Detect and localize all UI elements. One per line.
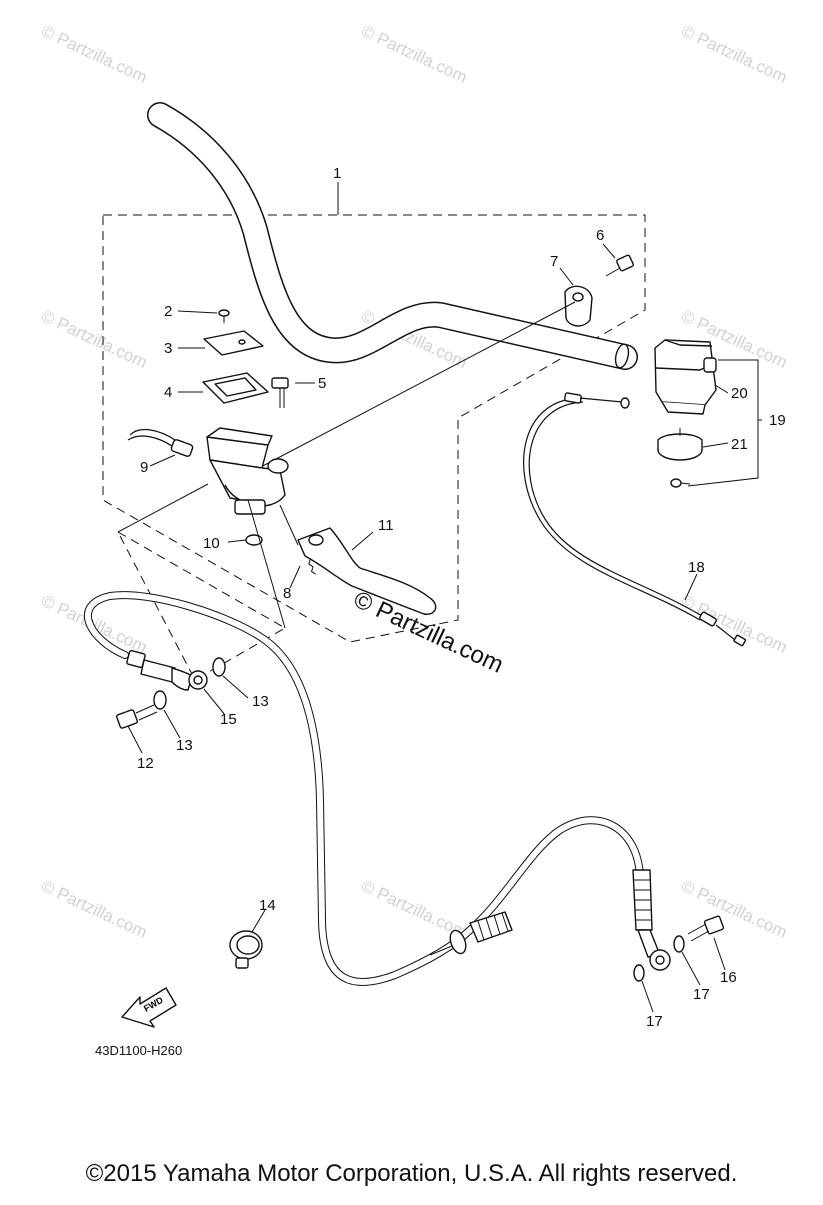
- watermark: © Partzilla.com: [678, 21, 790, 87]
- callout-15: 15: [220, 711, 237, 728]
- watermark: © Partzilla.com: [38, 21, 150, 87]
- reservoir-cap: [203, 330, 264, 356]
- callout-13: 13: [176, 737, 193, 754]
- callout-21: 21: [731, 436, 748, 453]
- callout-1: 1: [333, 165, 341, 182]
- brake-light-switch: [127, 428, 194, 457]
- callout-10: 10: [203, 535, 220, 552]
- handlebar-switch: [654, 339, 717, 415]
- callout-11: 11: [378, 517, 394, 534]
- callout-labels: 1 2 3 4 5 6 7 8 9 10 11 12 13 13 14 15 1…: [137, 165, 786, 1030]
- hose-guard: [429, 911, 513, 956]
- callout-20: 20: [731, 385, 748, 402]
- watermark: © Partzilla.com: [358, 21, 470, 87]
- copper-washer: [673, 935, 685, 953]
- reservoir-diaphragm: [202, 372, 269, 404]
- watermark: © Partzilla.com: [38, 306, 150, 372]
- callout-7: 7: [550, 253, 558, 270]
- watermark: © Partzilla.com: [38, 876, 150, 942]
- part-code: 43D1100-H260: [95, 1043, 182, 1058]
- callout-2: 2: [164, 303, 172, 320]
- master-cylinder: [206, 427, 289, 515]
- callout-14: 14: [259, 897, 276, 914]
- callout-18: 18: [688, 559, 705, 576]
- handlebar: [147, 102, 638, 370]
- copper-washer: [212, 657, 226, 677]
- callout-8: 8: [283, 585, 291, 602]
- switch-base: [657, 428, 703, 461]
- hose-fitting-boundary: [116, 530, 287, 681]
- watermark: © Partzilla.com: [678, 591, 790, 657]
- fwd-arrow-icon: FWD: [121, 987, 177, 1028]
- callout-13b: 13: [252, 693, 269, 710]
- copper-washer: [153, 690, 167, 710]
- clamp-bolt: [605, 254, 634, 277]
- copyright-notice: ©2015 Yamaha Motor Corporation, U.S.A. A…: [85, 1160, 738, 1187]
- brake-hose: [84, 591, 644, 986]
- callout-12: 12: [137, 755, 154, 772]
- hose-fitting-upper: [126, 649, 208, 691]
- callout-5: 5: [318, 375, 326, 392]
- lever-pivot-bolt: [271, 377, 289, 408]
- hose-fitting-lower: [632, 869, 671, 971]
- brake-lever: [297, 527, 437, 615]
- leader-line: [254, 301, 576, 471]
- callout-17: 17: [693, 986, 710, 1003]
- leader-line: [279, 504, 299, 546]
- watermark: © Partzilla.com: [678, 876, 790, 942]
- callout-19: 19: [769, 412, 786, 429]
- callout-9: 9: [140, 459, 148, 476]
- callout-6: 6: [596, 227, 604, 244]
- switch-screw: [670, 478, 691, 488]
- union-bolt: [116, 704, 158, 729]
- leader-lines: [117, 243, 729, 1013]
- leader-line: [687, 359, 759, 487]
- handlebar-clamp: [564, 285, 593, 327]
- throttle-cable: [523, 392, 747, 647]
- reservoir-screw: [218, 309, 230, 323]
- assembly-boundary: [102, 214, 646, 643]
- callout-17b: 17: [646, 1013, 663, 1030]
- hose-clamp: [229, 930, 263, 969]
- copper-washer: [633, 964, 645, 982]
- callout-16: 16: [720, 969, 737, 986]
- union-bolt-lower: [687, 915, 725, 942]
- callout-3: 3: [164, 340, 172, 357]
- callout-4: 4: [164, 384, 172, 401]
